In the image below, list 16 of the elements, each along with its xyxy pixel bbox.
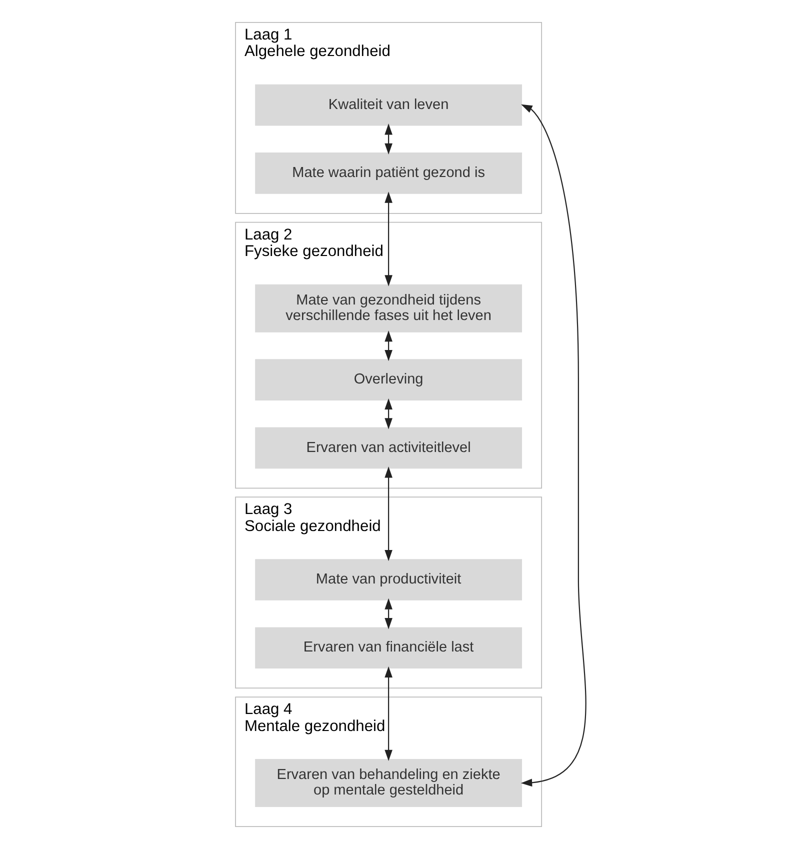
node-box: Ervaren van activiteitlevel — [254, 426, 522, 468]
node-box: Kwaliteit van leven — [254, 84, 522, 126]
node-box: Ervaren van behandeling en ziekte op mentale gesteldheid — [254, 758, 522, 807]
arrow — [384, 191, 392, 286]
node-box: Ervaren van financiële last — [254, 626, 522, 668]
node-box: Mate van productiviteit — [254, 558, 522, 600]
arrow — [384, 398, 392, 429]
arrow — [384, 466, 392, 561]
arrow — [384, 123, 392, 154]
arrow — [384, 330, 392, 361]
arrow — [384, 666, 392, 761]
node-box: Overleving — [254, 358, 522, 400]
arrow — [520, 104, 586, 786]
node-box: Mate van gezondheid tijdens verschillende fases uit het leven — [254, 284, 522, 332]
arrow — [384, 598, 392, 629]
node-box: Mate waarin patiënt gezond is — [254, 152, 522, 194]
